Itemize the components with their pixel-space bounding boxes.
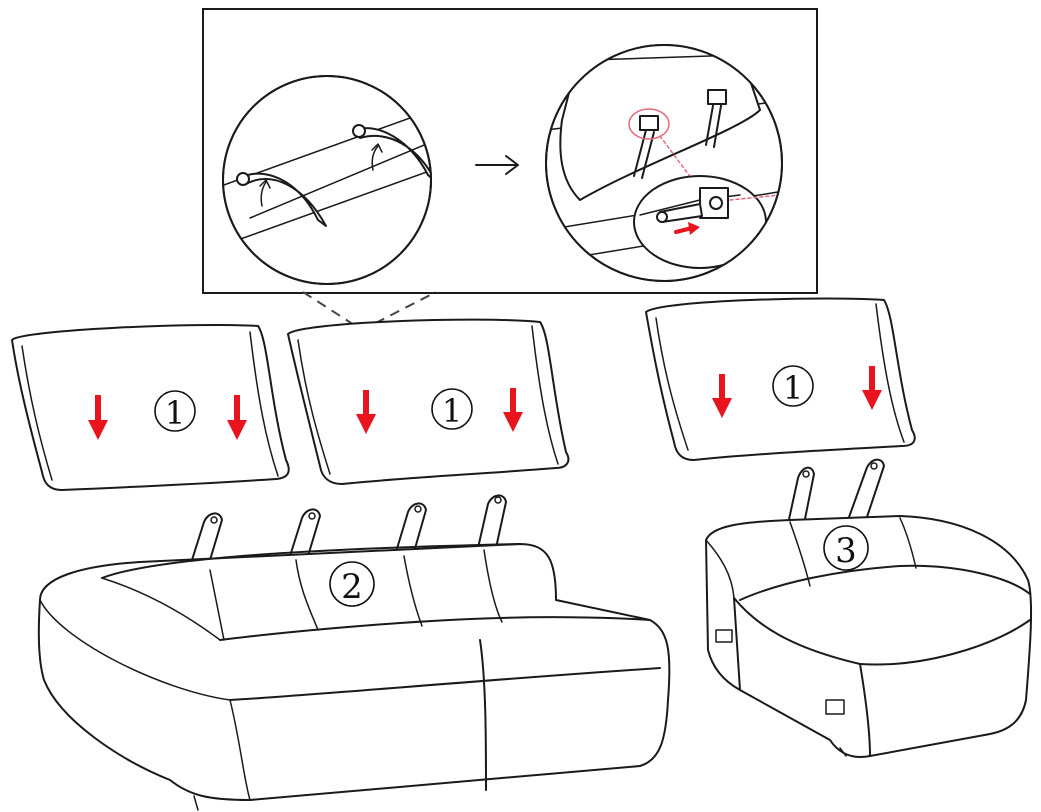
step-marker-cushion-middle: 1 bbox=[442, 392, 462, 430]
back-cushion-left: 1 bbox=[12, 325, 289, 490]
connector-brackets bbox=[788, 460, 884, 524]
corner-module: 3 bbox=[706, 460, 1031, 757]
step-marker-corner-module: 3 bbox=[835, 531, 857, 571]
two-seat-sofa: 2 bbox=[39, 495, 670, 810]
back-cushion-middle: 1 bbox=[288, 320, 568, 484]
back-cushion-right: 1 bbox=[646, 299, 915, 461]
step-marker-two-seat-sofa: 2 bbox=[341, 567, 363, 607]
detail-inset bbox=[203, 9, 817, 293]
step-marker-cushion-left: 1 bbox=[165, 394, 185, 432]
step-marker-cushion-right: 1 bbox=[783, 369, 803, 407]
